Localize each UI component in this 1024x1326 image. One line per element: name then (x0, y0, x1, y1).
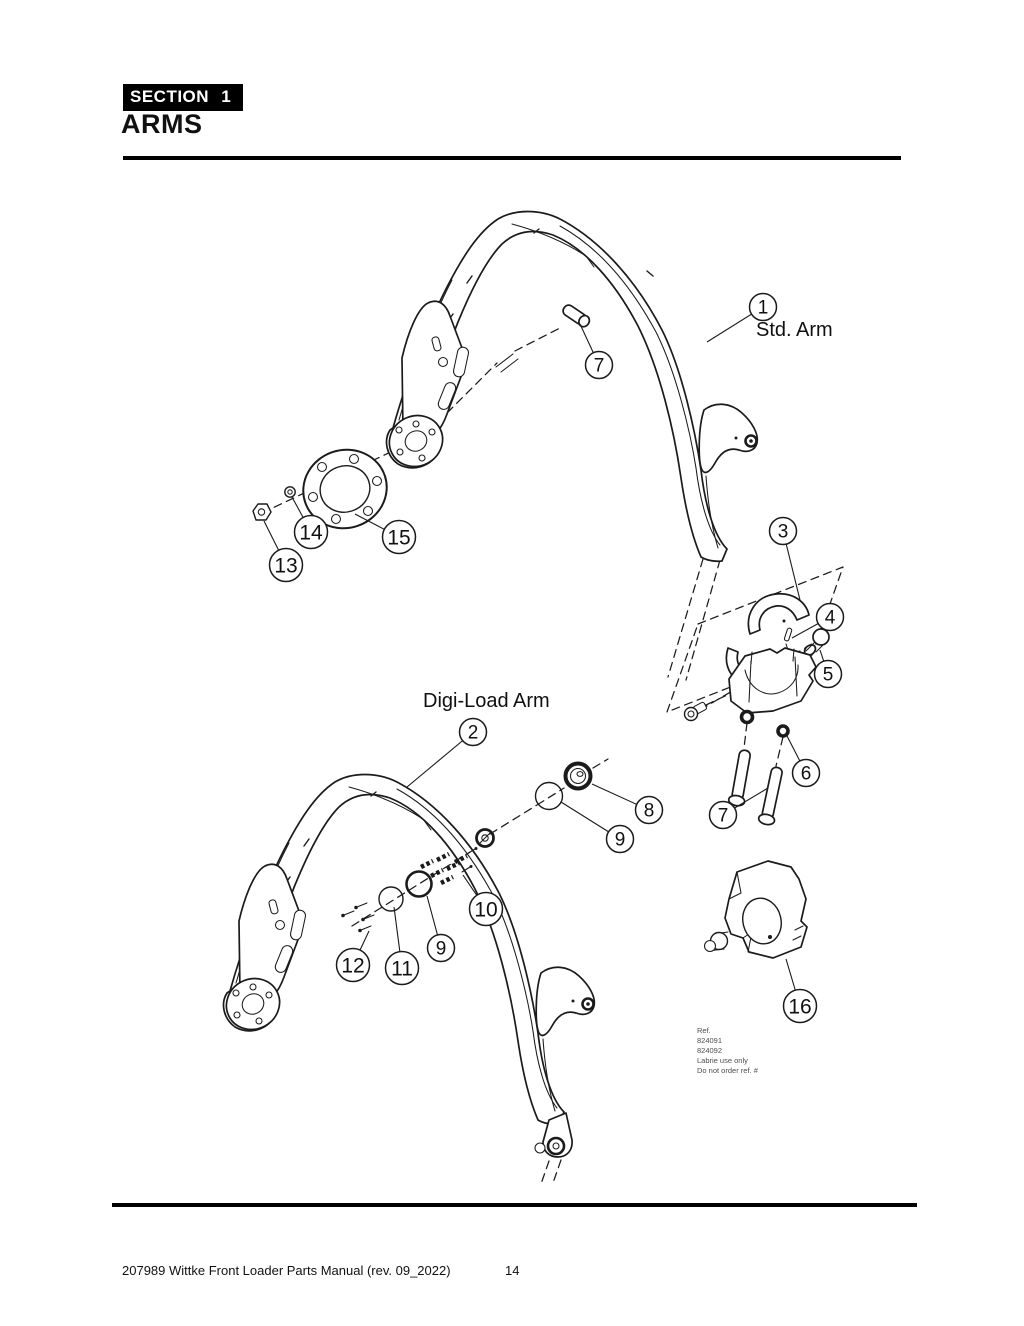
callout-7: 7 (579, 323, 614, 380)
svg-text:7: 7 (594, 356, 605, 377)
mounting-flange (302, 448, 388, 530)
footer-manual-title: 207989 Wittke Front Loader Parts Manual … (122, 1263, 451, 1278)
callout-3: 3 (768, 516, 801, 601)
small-bolt (683, 701, 707, 722)
hex-nut (252, 503, 272, 521)
svg-text:12: 12 (341, 954, 364, 977)
callout-9: 9 (560, 801, 635, 854)
callout-2: 2 (406, 717, 488, 788)
svg-text:2: 2 (468, 723, 479, 744)
sensor-disc-bold (405, 870, 433, 898)
upper-bearing-shell (747, 592, 810, 635)
clamp-bolt (727, 749, 751, 807)
section-label: SECTION 1 (123, 84, 244, 111)
callout-12: 12 (335, 930, 371, 983)
sensor-cap (563, 761, 593, 791)
page-title: ARMS (121, 109, 203, 139)
flat-washer (284, 486, 296, 498)
digi-load-arm-drawing (216, 773, 596, 1126)
sensor-disc (378, 886, 404, 912)
clamp-assembly (699, 592, 830, 714)
callout-9: 9 (426, 895, 456, 963)
callout-8: 8 (591, 783, 664, 825)
svg-text:3: 3 (778, 522, 789, 543)
callout-1: 1 (706, 292, 778, 343)
arm-gusset (698, 403, 759, 549)
lock-washer (739, 709, 755, 725)
bracket-slot (452, 346, 470, 378)
grease-fitting (803, 628, 830, 656)
digi-arm-foot (534, 1112, 573, 1185)
digi-load-arm-label: Digi-Load Arm (423, 690, 550, 712)
svg-text:16: 16 (788, 995, 811, 1018)
bracket-slot (437, 382, 457, 410)
arm-grommet (475, 828, 495, 848)
svg-text:6: 6 (801, 764, 812, 785)
header-rule (123, 156, 901, 160)
clamp-bolt (757, 766, 783, 826)
footer-rule (112, 1203, 917, 1207)
sensor-disc (534, 781, 564, 811)
sensor-axis-lower (341, 847, 478, 933)
svg-text:11: 11 (391, 957, 413, 980)
svg-text:1: 1 (758, 298, 769, 319)
svg-text:10: 10 (474, 898, 497, 921)
footer-page-number: 14 (505, 1263, 520, 1278)
svg-text:9: 9 (436, 939, 447, 960)
set-screws (341, 847, 478, 933)
std-arm-label: Std. Arm (756, 319, 833, 341)
svg-text:13: 13 (274, 554, 297, 577)
lock-washer (776, 724, 790, 738)
callout-16: 16 (782, 958, 818, 1024)
callout-4: 4 (791, 602, 845, 639)
ref-note-line: Do not order ref. # (697, 1066, 758, 1075)
grease-pin (782, 619, 793, 651)
callout-5: 5 (813, 649, 843, 689)
sensor-axis-upper (489, 758, 609, 835)
clamp-hardware (683, 694, 790, 826)
callout-6: 6 (785, 733, 821, 788)
callout-13: 13 (263, 520, 304, 583)
ref-note-line: Ref. (697, 1026, 711, 1035)
svg-text:4: 4 (825, 608, 836, 629)
reference-bracket (703, 860, 808, 959)
bracket-pin (703, 931, 729, 953)
std-arm-drawing (385, 210, 759, 563)
ref-note-line: 824092 (697, 1046, 723, 1055)
callout-10: 10 (462, 874, 504, 927)
svg-text:8: 8 (644, 801, 655, 822)
axis-break-mark (495, 353, 519, 373)
svg-text:9: 9 (615, 830, 626, 851)
svg-text:7: 7 (718, 806, 729, 827)
bracket-bore (742, 897, 782, 945)
svg-text:15: 15 (387, 526, 410, 549)
svg-text:5: 5 (823, 665, 834, 686)
callout-11: 11 (384, 906, 420, 986)
callout-7: 7 (708, 787, 769, 830)
arm-weld-seam (511, 223, 595, 268)
svg-text:14: 14 (299, 521, 323, 544)
bracket-hole (437, 356, 449, 368)
callout-14: 14 (291, 496, 329, 550)
clamp-block (728, 647, 817, 714)
hinge-bolt-top (562, 304, 591, 328)
ref-note-line: 824091 (697, 1036, 723, 1045)
callout-15: 15 (354, 513, 417, 555)
foot-boss (546, 1136, 566, 1156)
ref-note-line: Labrie use only (697, 1056, 748, 1065)
arm-end-plate (388, 414, 444, 468)
ref-note: Ref. 824091 824092 Labrie use only Do no… (697, 1026, 758, 1076)
stud-pins-dashed (419, 851, 469, 886)
bracket-pin (431, 336, 442, 352)
